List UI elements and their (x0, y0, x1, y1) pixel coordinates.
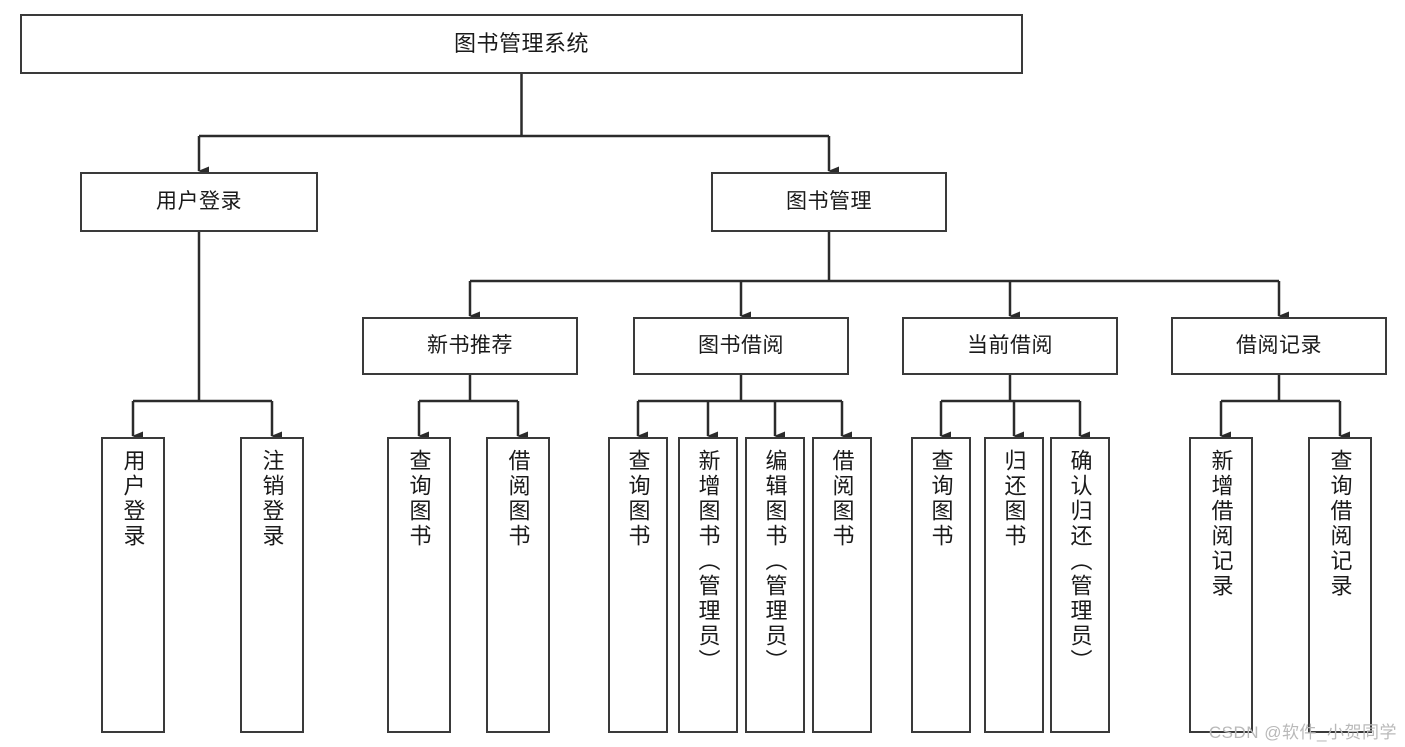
edge-group (131, 74, 1350, 441)
node-leaf-bor-4[interactable]: 借阅图书 (812, 437, 872, 733)
node-leaf-bor-3[interactable]: 编辑图书（管理员） (745, 437, 805, 733)
node-borrow[interactable]: 图书借阅 (633, 317, 849, 375)
node-leaf-bor-1[interactable]: 查询图书 (608, 437, 668, 733)
node-newbook[interactable]: 新书推荐 (362, 317, 578, 375)
node-label: 注销登录 (259, 449, 285, 549)
node-label: 查询图书 (406, 449, 432, 549)
node-leaf-new-2[interactable]: 借阅图书 (486, 437, 550, 733)
node-label: 当前借阅 (967, 333, 1053, 357)
node-leaf-cur-1[interactable]: 查询图书 (911, 437, 971, 733)
node-leaf-login-1[interactable]: 用户登录 (101, 437, 165, 733)
node-label: 图书管理系统 (453, 31, 589, 57)
node-label: 借阅记录 (1236, 333, 1322, 357)
node-leaf-login-2[interactable]: 注销登录 (240, 437, 304, 733)
node-bookmgmt[interactable]: 图书管理 (711, 172, 947, 232)
node-records[interactable]: 借阅记录 (1171, 317, 1387, 375)
node-label: 用户登录 (120, 449, 146, 549)
watermark: CSDN @软件_小贺同学 (1208, 723, 1397, 742)
node-leaf-cur-2[interactable]: 归还图书 (984, 437, 1044, 733)
node-label: 归还图书 (1001, 449, 1027, 549)
node-leaf-rec-1[interactable]: 新增借阅记录 (1189, 437, 1253, 733)
node-label: 借阅图书 (829, 449, 855, 549)
node-login[interactable]: 用户登录 (80, 172, 318, 232)
node-label: 确认归还（管理员） (1067, 449, 1093, 674)
node-label: 图书管理 (786, 189, 872, 213)
node-label: 查询借阅记录 (1327, 449, 1353, 599)
node-label: 借阅图书 (505, 449, 531, 549)
node-label: 查询图书 (928, 449, 954, 549)
node-leaf-rec-2[interactable]: 查询借阅记录 (1308, 437, 1372, 733)
node-label: 用户登录 (156, 189, 242, 213)
node-label: 新增图书（管理员） (695, 449, 721, 674)
node-label: 图书借阅 (698, 333, 784, 357)
node-leaf-bor-2[interactable]: 新增图书（管理员） (678, 437, 738, 733)
node-label: 新书推荐 (427, 333, 513, 357)
node-leaf-cur-3[interactable]: 确认归还（管理员） (1050, 437, 1110, 733)
node-root[interactable]: 图书管理系统 (20, 14, 1023, 74)
node-current[interactable]: 当前借阅 (902, 317, 1118, 375)
node-label: 查询图书 (625, 449, 651, 549)
node-leaf-new-1[interactable]: 查询图书 (387, 437, 451, 733)
node-label: 编辑图书（管理员） (762, 449, 788, 674)
node-label: 新增借阅记录 (1208, 449, 1234, 599)
